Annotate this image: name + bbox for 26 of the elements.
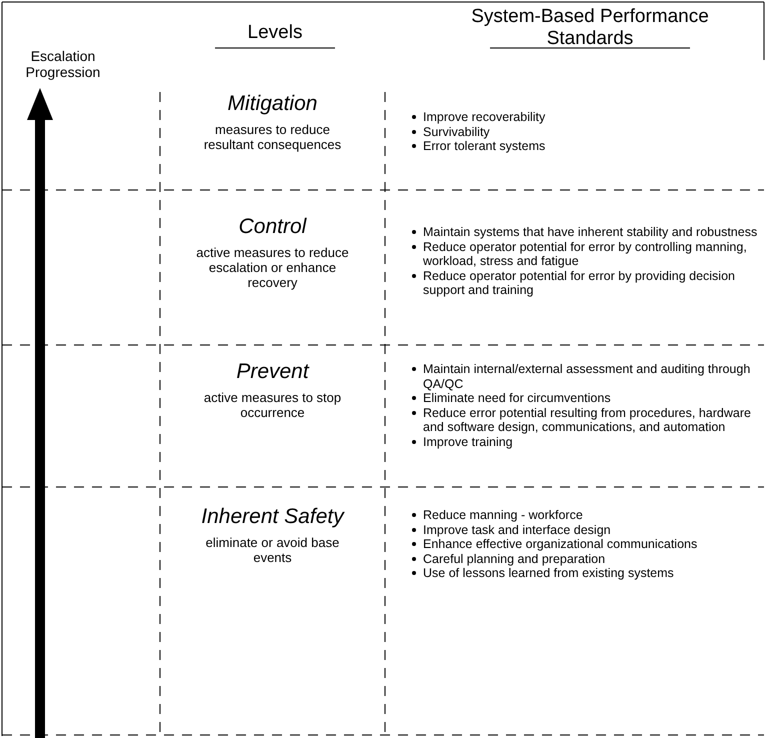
column-header: System-Based Performance Standards xyxy=(470,6,710,50)
bullet-text: Improve task and interface design xyxy=(423,522,612,537)
level-description: eliminate or avoid base events xyxy=(204,535,340,565)
bullet-text: Enhance effective organizational communications xyxy=(423,537,698,552)
bullet-text: Eliminate need for circumventions xyxy=(423,391,612,406)
bullet-text: Reduce manning - workforce xyxy=(423,508,584,522)
bullet-text: Improve training xyxy=(423,434,514,449)
bullet-text: Maintain systems that have inherent stability and robustness xyxy=(423,225,758,240)
level-description: active measures to reduce escalation or enhance recovery xyxy=(195,245,350,290)
axis-label: Escalation Progression xyxy=(24,48,102,80)
bullet-text: Reduce error potential resulting from procedures, hardware and software design, communications, and automation xyxy=(423,406,752,434)
level-description: measures to reduce resultant consequences xyxy=(202,122,342,152)
column-header: Levels xyxy=(246,22,304,44)
bullet-text: Reduce operator potential for error by providing decision support and training xyxy=(423,268,736,298)
bullet-text: Careful planning and preparation xyxy=(423,552,606,566)
level-title: Control xyxy=(238,215,306,239)
bullet-text: Improve recoverability xyxy=(423,110,546,124)
level-title: Inherent Safety xyxy=(201,505,344,529)
level-description: active measures to stop occurrence xyxy=(202,390,342,420)
bullet-text: Maintain internal/external assessment and auditing through QA/QC xyxy=(423,362,752,391)
level-title: Mitigation xyxy=(228,92,318,116)
bullet-text: Use of lessons learned from existing systems xyxy=(423,566,675,580)
bullet-text: Reduce operator potential for error by controlling manning, workload, stress and fatigue xyxy=(423,240,748,268)
bullet-text: Error tolerant systems xyxy=(423,139,546,154)
bullet-text: Survivability xyxy=(423,124,491,139)
level-title: Prevent xyxy=(236,360,309,384)
